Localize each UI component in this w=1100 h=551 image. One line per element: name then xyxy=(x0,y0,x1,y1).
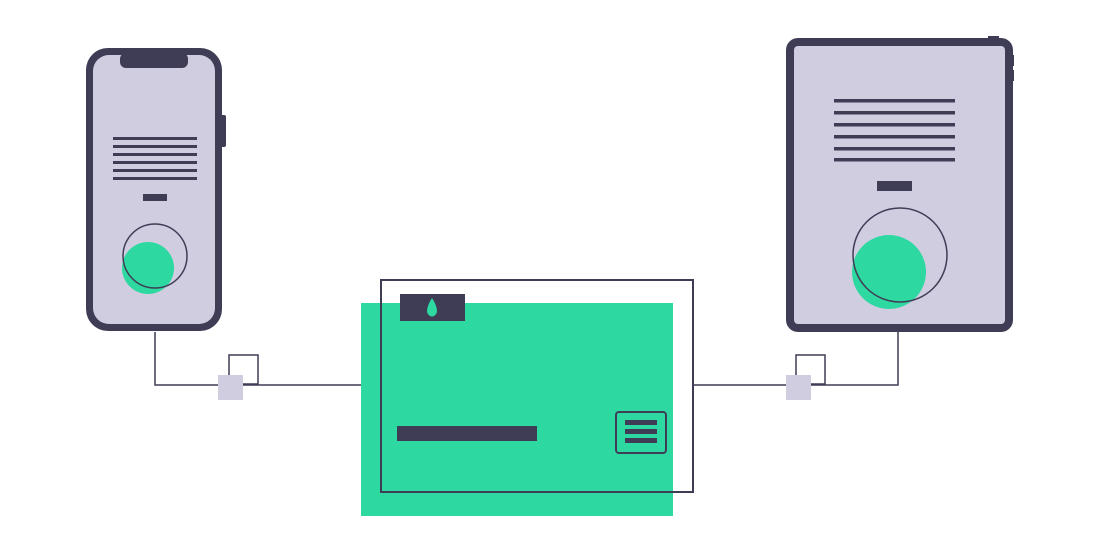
card-icon xyxy=(361,279,694,516)
connector-node-left xyxy=(218,354,259,400)
node-outline-left xyxy=(228,354,259,385)
connector-node-right xyxy=(786,354,826,400)
tablet-label-bar xyxy=(877,181,912,191)
wire-left xyxy=(154,332,362,386)
phone-label-bar xyxy=(143,194,167,201)
smartphone-icon xyxy=(86,48,226,331)
card-number-bar xyxy=(397,426,537,441)
node-fill-left xyxy=(218,375,243,400)
wire-right xyxy=(693,332,899,386)
card-outline xyxy=(380,279,694,493)
tablet-fingerprint-ring xyxy=(852,207,948,303)
droplet-icon xyxy=(427,298,437,317)
connector-wires xyxy=(154,332,899,386)
card-fill xyxy=(361,303,673,516)
list-icon-frame xyxy=(615,411,667,454)
list-icon xyxy=(615,411,667,454)
node-fill-right xyxy=(786,375,811,400)
tablet-icon xyxy=(786,36,1014,332)
phone-notch xyxy=(120,53,188,68)
phone-fingerprint-ring xyxy=(122,223,188,289)
phone-text-lines xyxy=(113,137,197,180)
tablet-text-lines xyxy=(834,99,955,162)
tablet-fingerprint-fill xyxy=(852,235,926,309)
